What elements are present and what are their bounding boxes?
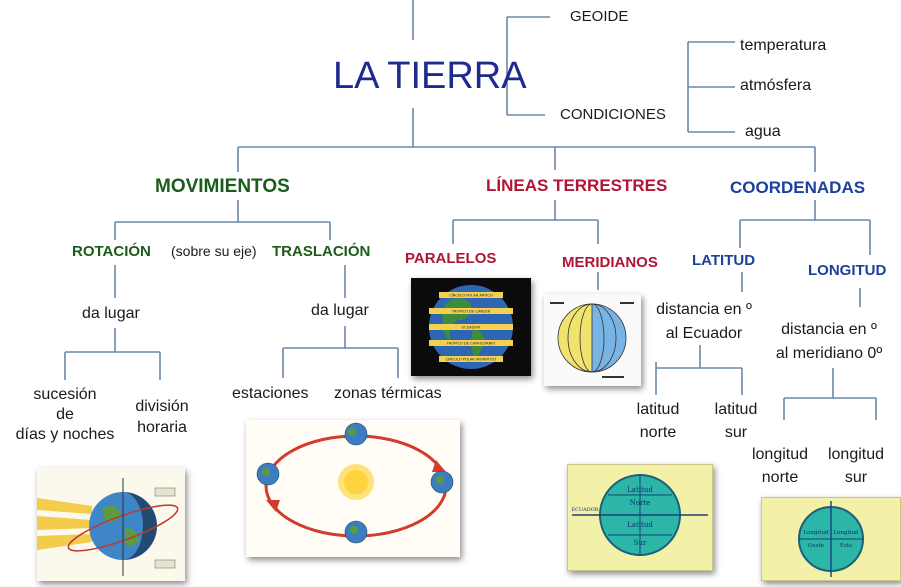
longitud-sur-line1: longitud: [827, 446, 885, 463]
coordenadas-title: COORDENADAS: [730, 178, 866, 197]
condicion-agua: agua: [745, 123, 781, 140]
longitud-img-oeste1: Longitud: [803, 530, 829, 536]
latitud-img-sur2: Sur: [634, 539, 647, 547]
effect-sucesion-line3: días y noches: [15, 426, 115, 443]
longitud-img-oeste2: Oeste: [808, 543, 824, 549]
latitud-label: LATITUD: [692, 252, 756, 269]
latitud-img-sur1: Latitud: [627, 521, 653, 529]
longitud-img-este2: Este: [840, 543, 852, 549]
latitud-img-norte2: Norte: [630, 499, 651, 507]
latitud-def-line1: distancia en º: [656, 301, 752, 318]
latitud-def-line2: al Ecuador: [665, 325, 743, 342]
longitud-image: Longitud Oeste Longitud Este: [761, 497, 901, 581]
paralelo-label-ecuador: ECUADOR: [462, 326, 480, 330]
longitud-label: LONGITUD: [808, 262, 887, 279]
latitud-sur-line1: latitud: [714, 401, 758, 418]
condicion-temperatura: temperatura: [740, 37, 827, 54]
paralelo-label-artico: CÍRCULO POLAR ÁRTICO: [449, 293, 493, 298]
latitud-norte-line2: norte: [639, 424, 677, 441]
latitud-sur-line2: sur: [724, 424, 748, 441]
effect-zonas-termicas: zonas térmicas: [334, 385, 442, 402]
latitud-img-ecuador: ECUADOR: [571, 507, 598, 513]
latitud-img-norte1: Latitud: [627, 486, 653, 494]
meridianos-svg: [550, 302, 634, 378]
movimientos-title: MOVIMIENTOS: [155, 176, 290, 197]
lineas-terrestres-title: LÍNEAS TERRESTRES: [486, 176, 668, 195]
translation-diagram-svg: [256, 422, 454, 544]
effect-sucesion-dias: sucesión de días y noches: [10, 385, 120, 445]
latitud-image: ECUADOR Latitud Norte Latitud Sur: [567, 464, 713, 571]
condiciones-label: CONDICIONES: [560, 106, 666, 123]
rotacion-label: ROTACIÓN: [72, 243, 151, 260]
latitud-norte-line1: latitud: [636, 401, 680, 418]
paralelos-svg: CÍRCULO POLAR ÁRTICO TRÓPICO DE CÁNCER E…: [429, 285, 513, 369]
meridianos-image: [544, 294, 641, 386]
latitud-svg: ECUADOR Latitud Norte Latitud Sur: [571, 474, 708, 556]
rotacion-note: (sobre su eje): [171, 243, 257, 259]
paralelo-label-capricornio: TRÓPICO DE CAPRICORNIO: [446, 341, 496, 346]
translation-diagram-image: [246, 420, 460, 557]
longitud-def-line1: distancia en º: [781, 321, 877, 338]
latitud-definition: distancia en º al Ecuador: [643, 298, 765, 346]
longitud-sur-line2: sur: [844, 469, 868, 486]
rotacion-da-lugar: da lugar: [82, 305, 140, 322]
effect-estaciones: estaciones: [232, 385, 309, 402]
longitud-norte-line2: norte: [761, 469, 799, 486]
longitud-norte: longitud norte: [742, 443, 818, 489]
condicion-atmosfera: atmósfera: [740, 77, 812, 94]
traslacion-da-lugar: da lugar: [311, 302, 369, 319]
paralelo-label-cancer: TRÓPICO DE CÁNCER: [451, 309, 491, 314]
longitud-svg: Longitud Oeste Longitud Este: [798, 501, 864, 577]
longitud-norte-line1: longitud: [751, 446, 809, 463]
longitud-sur: longitud sur: [818, 443, 894, 489]
longitud-definition: distancia en º al meridiano 0º: [758, 318, 900, 366]
traslacion-label: TRASLACIÓN: [272, 243, 371, 260]
meridianos-label: MERIDIANOS: [562, 254, 658, 271]
longitud-img-este1: Longitud: [833, 530, 859, 536]
geoide-label: GEOIDE: [570, 8, 629, 25]
root-title: LA TIERRA: [333, 55, 527, 97]
latitud-sur: latitud sur: [703, 398, 769, 444]
effect-sucesion-line2: de: [56, 406, 74, 423]
effect-sucesion-line1: sucesión: [33, 386, 97, 403]
rotation-diagram-svg: [37, 478, 179, 576]
paralelos-label: PARALELOS: [405, 250, 497, 267]
paralelos-image: CÍRCULO POLAR ÁRTICO TRÓPICO DE CÁNCER E…: [411, 278, 531, 376]
effect-division-horaria: división horaria: [122, 396, 202, 438]
rotation-diagram-image: [37, 468, 185, 581]
paralelo-label-antartico: CÍRCULO POLAR ANTÁRTICO: [446, 357, 497, 362]
latitud-norte: latitud norte: [625, 398, 691, 444]
longitud-def-line2: al meridiano 0º: [775, 345, 883, 362]
effect-division-line2: horaria: [137, 419, 187, 436]
effect-division-line1: división: [135, 398, 189, 415]
